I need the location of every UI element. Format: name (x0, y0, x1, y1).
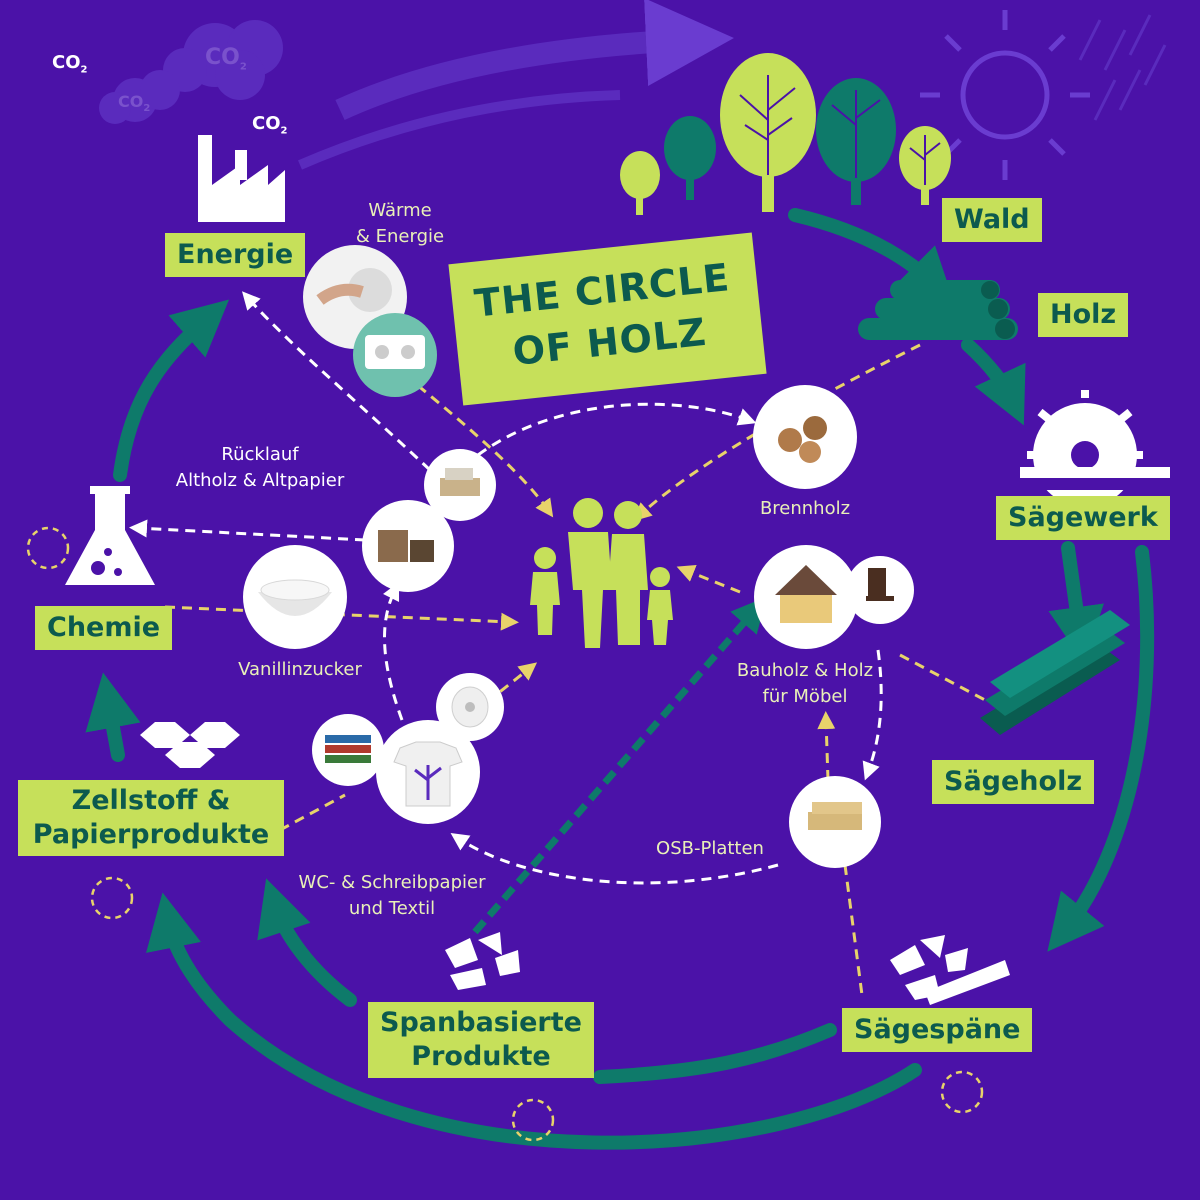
co2-label-cloud: CO2 (205, 45, 247, 73)
circular-saw-icon (1018, 390, 1172, 507)
sawn-boards-icon (980, 610, 1130, 735)
photo-firewood (753, 385, 857, 489)
node-holz: Holz (1038, 293, 1129, 337)
node-zellstoff-line2: Papierprodukte (32, 818, 270, 850)
photo-socket (353, 313, 437, 397)
node-chemie: Chemie (35, 606, 173, 650)
arrow-saegespaene-zellstoff (146, 892, 922, 1150)
arrow-saegespaene-spanbasierte (593, 1023, 837, 1084)
caption-brennholz: Brennholz (759, 498, 851, 519)
arrow-zellstoff-chemie (85, 672, 141, 762)
photo-toilet-paper (436, 673, 504, 741)
wood-chips-icon (445, 932, 520, 990)
node-saegespaene: Sägespäne (842, 1008, 1033, 1052)
arrow-chemie-energie (113, 299, 230, 482)
caption-vanillinzucker: Vanillinzucker (238, 659, 362, 680)
log-stack-icon (858, 280, 1018, 340)
arrow-saegewerk-saegeholz (1048, 541, 1104, 663)
sun-icon (920, 10, 1090, 180)
photo-paper-waste (424, 449, 496, 521)
co2-label-factory: CO2 (252, 113, 288, 137)
rain-lines (1078, 14, 1167, 121)
main-cycle-arrows (85, 208, 1155, 1150)
node-wald: Wald (942, 198, 1042, 242)
arrow-holz-saegewerk (961, 338, 1026, 426)
photo-osb-boards (789, 776, 881, 868)
node-spanbasierte-line2: Produkte (411, 1040, 551, 1072)
family-silhouette-icon (530, 498, 673, 648)
cloud-icon (99, 20, 283, 124)
recycle-loop-icon (26, 526, 984, 1142)
white-dashed-flows (129, 291, 883, 885)
photo-furniture-waste (362, 500, 454, 592)
title-line-2: OF HOLZ (510, 309, 709, 374)
co2-label-cloud-small: CO2 (118, 92, 151, 115)
cellulose-hexagon-icon (140, 722, 240, 768)
node-energie: Energie (165, 233, 306, 277)
caption-osb-platten: OSB-Platten (656, 838, 764, 859)
tree-icon (620, 53, 951, 215)
co2-absorption-arc-lower (298, 90, 621, 170)
node-zellstoff-line1: Zellstoff & (71, 785, 231, 816)
arrow-wald-holz (788, 208, 955, 305)
node-spanbasierte-produkte: Spanbasierte Produkte (368, 1002, 594, 1078)
arrow-saegewerk-saegespaene (1047, 545, 1155, 952)
photo-chair (846, 556, 914, 624)
wood-chips-icon (890, 935, 1010, 1005)
co2-absorption-arc (335, 0, 734, 120)
caption-wc-schreibpapier-textil: WC- & Schreibpapier und Textil (298, 872, 486, 920)
factory-icon (198, 135, 285, 222)
caption-bauholz-moebel: Bauholz & Holz für Möbel (736, 660, 874, 708)
photo-tshirt (376, 720, 480, 824)
node-saegewerk: Sägewerk (996, 496, 1170, 540)
caption-ruecklauf: Rücklauf Altholz & Altpapier (175, 444, 345, 492)
node-zellstoff-papierprodukte: Zellstoff & Papierprodukte (18, 780, 284, 856)
photo-house (754, 545, 858, 649)
caption-waerme-energie: Wärme & Energie (355, 200, 445, 248)
co2-label: CO2 (52, 52, 88, 76)
photo-sugar-bowl (243, 545, 347, 649)
flask-icon (65, 486, 155, 585)
node-saegeholz: Sägeholz (932, 760, 1095, 804)
dashed-arrow-spanbasierte-bauholz (472, 596, 767, 935)
photo-books (312, 714, 384, 786)
arrow-spanbasierte-zellstoff (257, 878, 357, 1007)
node-spanbasierte-line1: Spanbasierte (380, 1007, 582, 1038)
